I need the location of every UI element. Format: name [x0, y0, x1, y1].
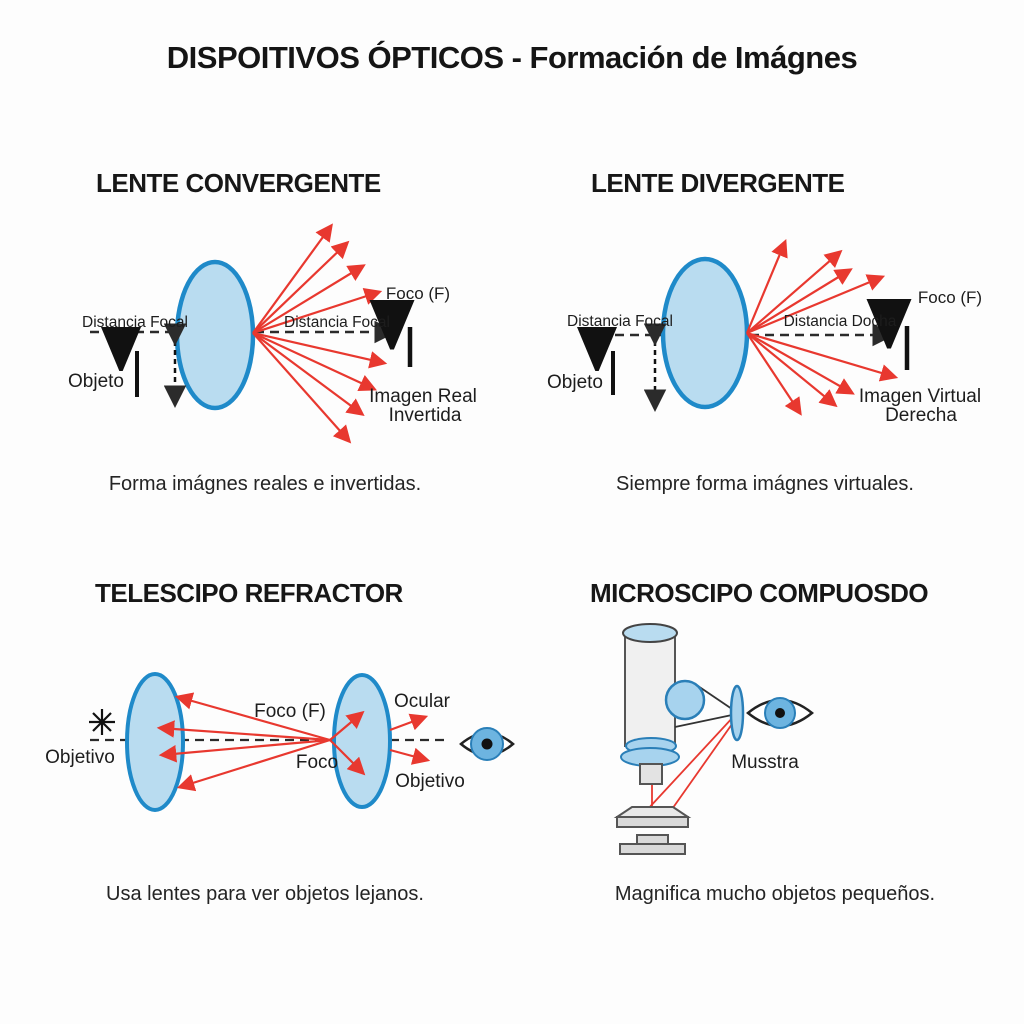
panel-title-convergente: LENTE CONVERGENTE	[96, 168, 381, 198]
eye-icon	[746, 697, 814, 729]
label-objeto: Objeto	[547, 372, 603, 393]
projection-line-top	[697, 685, 733, 710]
label-muestra: Musstra	[731, 752, 799, 773]
objective-lens	[125, 672, 185, 812]
divergent-lens	[660, 256, 750, 410]
label-foco: Foco (F)	[386, 284, 450, 303]
label-objetivo-right: Objetivo	[395, 771, 465, 792]
label-foco-f: Foco (F)	[254, 701, 326, 722]
label-ocular: Ocular	[394, 691, 451, 712]
panel-title-microscopio: MICROSCIPO COMPUOSDO	[590, 578, 929, 608]
caption-convergente: Forma imágnes reales e invertidas.	[108, 473, 422, 495]
internal-lens	[664, 679, 706, 721]
eyepiece-lens	[622, 623, 678, 643]
eye-icon	[459, 727, 515, 761]
diagram-telescopio: Objetivo Foco (F) Foco Ocular Objetivo	[45, 672, 515, 812]
label-foco: Foco (F)	[918, 288, 982, 307]
objective-barrel	[639, 763, 663, 785]
panel-title-telescopio: TELESCIPO REFRACTOR	[95, 578, 403, 608]
diagram-lente-convergente: Distancia Focal Distancia Focal Foco (F)…	[68, 223, 477, 444]
stage	[613, 806, 692, 828]
microscope-tube	[624, 631, 676, 747]
star-icon	[89, 709, 115, 735]
light-rays	[156, 692, 431, 792]
label-objeto: Objeto	[68, 371, 124, 392]
light-rays	[745, 238, 899, 416]
caption-microscopio: Magnifica mucho objetos pequeños.	[614, 883, 936, 905]
label-imagen-1: Imagen Real	[369, 386, 477, 407]
label-distancia-focal-left: Distancia Focal	[567, 313, 673, 330]
label-distancia-docha: Distancia Docha	[784, 313, 897, 330]
diagram-lente-divergente: Distancia Focal Distancia Docha Foco (F)…	[547, 238, 982, 426]
label-objetivo-left: Objetivo	[45, 747, 115, 768]
label-imagen-2: Invertida	[389, 405, 462, 426]
label-distancia-focal-right: Distancia Focal	[284, 314, 390, 331]
panel-title-divergente: LENTE DIVERGENTE	[591, 168, 845, 198]
light-rays	[252, 223, 388, 444]
diagram-microscopio: Musstra	[613, 623, 814, 855]
projection-line-bottom	[674, 714, 733, 728]
convergent-lens	[174, 259, 256, 411]
ocular-lens	[332, 673, 392, 809]
page-title: DISPOITIVOS ÓPTICOS - Formación de Imágn…	[166, 40, 858, 75]
caption-telescopio: Usa lentes para ver objetos lejanos.	[106, 883, 424, 905]
label-imagen-1: Imagen Virtual	[859, 386, 981, 407]
base	[619, 834, 686, 855]
caption-divergente: Siempre forma imágnes virtuales.	[616, 473, 914, 495]
label-distancia-focal-left: Distancia Focal	[82, 314, 188, 331]
label-imagen-2: Derecha	[885, 405, 957, 426]
label-foco: Foco	[296, 752, 338, 773]
projected-lens	[729, 684, 745, 742]
